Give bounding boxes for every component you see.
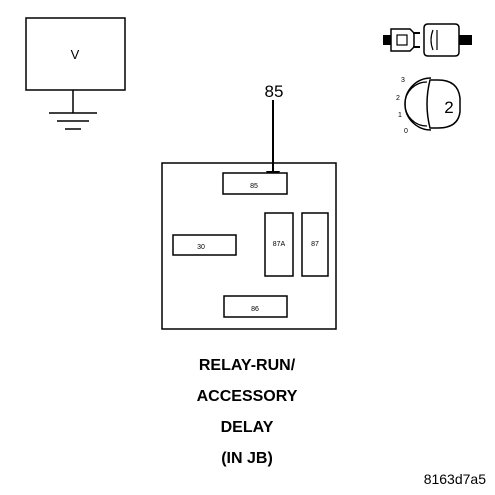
probe-pin-label: 85 xyxy=(265,82,284,101)
ignition-position-2: 2 xyxy=(396,95,400,102)
caption-line-3: DELAY xyxy=(221,419,274,436)
svg-text:30: 30 xyxy=(197,244,205,251)
voltmeter-symbol: V xyxy=(71,47,80,62)
figure-code: 8163d7a5 xyxy=(424,471,487,487)
svg-text:87: 87 xyxy=(311,241,319,248)
terminal-85: 85 xyxy=(222,172,288,195)
svg-text:86: 86 xyxy=(251,306,259,313)
ground-icon xyxy=(49,90,97,130)
terminal-30: 30 xyxy=(172,234,237,256)
terminal-87: 87 xyxy=(301,212,329,277)
caption-line-2: ACCESSORY xyxy=(197,388,298,405)
relay-body xyxy=(161,162,337,330)
relay-caption: RELAY-RUN/ ACCESSORY DELAY (IN JB) xyxy=(197,357,298,467)
caption-line-1: RELAY-RUN/ xyxy=(199,357,296,374)
ignition-position-0: 0 xyxy=(404,128,408,135)
ignition-position-1: 1 xyxy=(398,112,402,119)
terminal-87a: 87A xyxy=(264,212,294,277)
ignition-position-3: 3 xyxy=(401,77,405,84)
svg-text:87A: 87A xyxy=(273,241,286,248)
caption-line-4: (IN JB) xyxy=(221,450,273,467)
terminal-86: 86 xyxy=(223,295,288,318)
svg-text:85: 85 xyxy=(250,183,258,190)
ignition-switch-icon: 3 2 1 0 2 xyxy=(396,77,461,135)
voltmeter: V xyxy=(25,17,126,91)
ignition-selected-position: 2 xyxy=(444,98,453,117)
connector-icon xyxy=(383,23,472,57)
